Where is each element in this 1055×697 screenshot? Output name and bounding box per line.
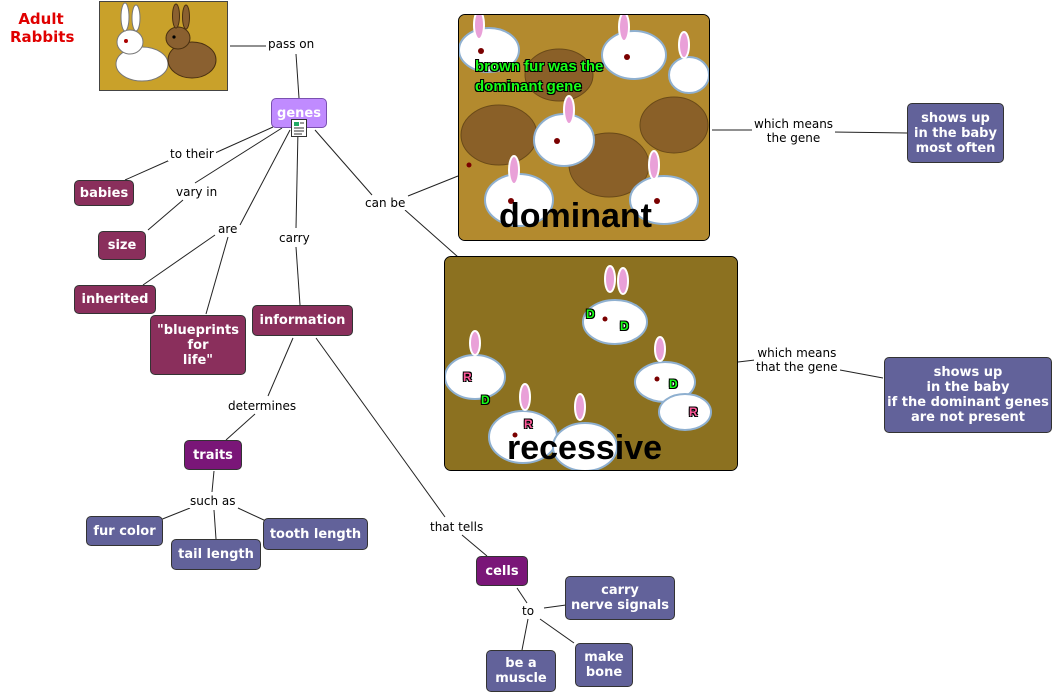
label-determines: determines [226, 399, 299, 413]
label-that-tells: that tells [428, 520, 486, 534]
recessive-image[interactable]: D D R D D R R recessive [444, 256, 738, 471]
node-carry-nerve-signals[interactable]: carry nerve signals [565, 576, 675, 620]
label-to: to [520, 604, 537, 618]
allele-r-1: R [463, 370, 472, 384]
allele-d-4: D [669, 377, 678, 391]
node-cells[interactable]: cells [476, 556, 528, 586]
label-which-means-that-the-gene: which means that the gene [754, 346, 840, 374]
allele-r-3: R [689, 405, 698, 419]
dominant-word: dominant [499, 197, 652, 235]
node-tooth-length[interactable]: tooth length [263, 518, 368, 550]
label-pass-on: pass on [266, 37, 317, 51]
label-can-be: can be [363, 196, 408, 210]
allele-r-2: R [524, 417, 533, 431]
dominant-caption: brown fur was the dominant gene [475, 58, 604, 95]
allele-d-3: D [481, 393, 490, 407]
map-title: Adult Rabbits [10, 10, 75, 46]
node-be-a-muscle[interactable]: be a muscle [486, 650, 556, 692]
recessive-rabbits-illustration [445, 257, 737, 470]
node-shows-up-if-dominant-absent[interactable]: shows up in the baby if the dominant gen… [884, 357, 1052, 433]
rabbit-icon [100, 2, 227, 90]
document-icon[interactable] [291, 119, 307, 137]
label-are: are [216, 222, 240, 236]
dominant-rabbits-illustration [459, 15, 709, 240]
recessive-word: recessive [507, 429, 663, 467]
dominant-image[interactable]: brown fur was the dominant gene dominant [458, 14, 710, 241]
node-traits[interactable]: traits [184, 440, 242, 470]
node-make-bone[interactable]: make bone [575, 643, 633, 687]
node-fur-color[interactable]: fur color [86, 516, 163, 546]
label-to-their: to their [168, 147, 216, 161]
label-vary-in: vary in [174, 185, 220, 199]
node-size[interactable]: size [98, 231, 146, 260]
node-tail-length[interactable]: tail length [171, 539, 261, 570]
label-carry: carry [277, 231, 312, 245]
node-shows-up-most-often[interactable]: shows up in the baby most often [907, 103, 1004, 163]
allele-d-2: D [620, 319, 629, 333]
allele-d-1: D [586, 307, 595, 321]
node-blueprints-for-life[interactable]: "blueprints for life" [150, 315, 246, 375]
adult-rabbits-image[interactable] [99, 1, 228, 91]
label-such-as: such as [188, 494, 238, 508]
node-inherited[interactable]: inherited [74, 285, 156, 314]
node-babies[interactable]: babies [74, 180, 134, 206]
node-information[interactable]: information [252, 305, 353, 336]
label-which-means-the-gene: which means the gene [752, 117, 836, 145]
